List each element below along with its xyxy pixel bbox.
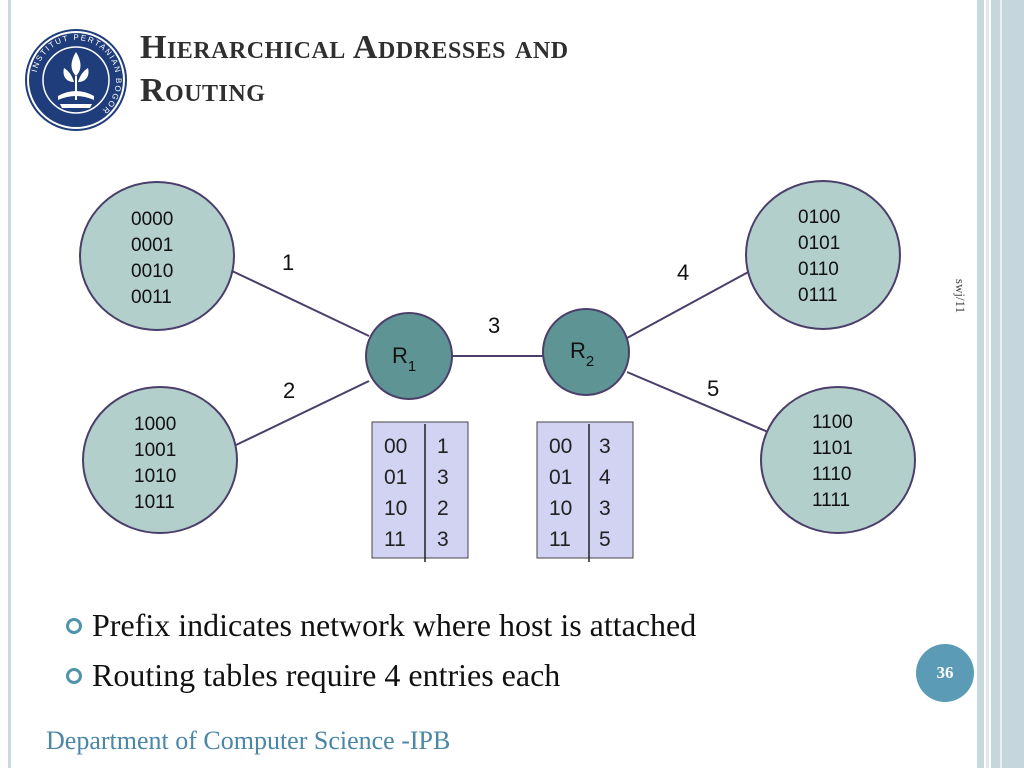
- router-label: R1: [392, 343, 416, 375]
- router-node: R2: [542, 308, 630, 396]
- slide-title: Hierarchical Addresses and Routing: [140, 26, 569, 112]
- page-number-badge: 36: [916, 644, 974, 702]
- table-link: 3: [599, 435, 611, 458]
- ring-bullet-icon: [66, 668, 82, 684]
- network-node: 0000 0001 0010 0011: [79, 181, 235, 331]
- network-address: 0100: [798, 207, 840, 228]
- bullet-text: Routing tables require 4 entries each: [92, 657, 561, 693]
- link-line-5: [626, 371, 769, 433]
- network-node: 1100 1101 1110 1111: [760, 386, 916, 534]
- table-link: 3: [437, 466, 449, 489]
- right-border-band: [977, 0, 984, 768]
- network-address: 1011: [134, 492, 175, 513]
- network-address: 0011: [131, 287, 172, 308]
- network-address: 0000: [131, 209, 173, 230]
- right-border-band: [991, 0, 1024, 768]
- network-node: 1000 1001 1010 1011: [82, 386, 238, 534]
- bullet-text: Prefix indicates network where host is a…: [92, 607, 697, 643]
- table-link: 2: [437, 497, 449, 520]
- network-address: 0101: [798, 233, 840, 254]
- table-prefix: 01: [384, 466, 407, 489]
- network-address: 1110: [812, 464, 851, 485]
- table-prefix: 11: [384, 528, 406, 551]
- right-border-band: [986, 0, 989, 768]
- network-address: 0110: [798, 259, 839, 280]
- network-address: 1001: [134, 440, 176, 461]
- table-prefix: 00: [384, 435, 407, 458]
- link-label: 5: [707, 376, 719, 401]
- table-prefix: 00: [549, 435, 572, 458]
- network-address: 0001: [131, 235, 173, 256]
- network-address: 1111: [812, 490, 850, 511]
- network-address: 1010: [134, 466, 176, 487]
- ipb-seal-icon: INSTITUT PERTANIAN BOGOR: [24, 24, 128, 136]
- link-line-2: [235, 380, 370, 446]
- bullet-item: Routing tables require 4 entries each: [64, 656, 696, 706]
- network-address: 1100: [812, 412, 853, 433]
- network-address: 0010: [131, 261, 173, 282]
- routing-table: 00 1 01 3 10 2 11 3: [371, 421, 469, 562]
- footer-text: Department of Computer Science -IPB: [46, 726, 451, 755]
- link-label: 1: [282, 250, 294, 275]
- network-address: 1101: [812, 438, 853, 459]
- slide-title-line-1: Hierarchical Addresses and: [140, 29, 569, 66]
- table-link: 5: [599, 528, 611, 551]
- ring-bullet-icon: [66, 618, 82, 634]
- link-label: 2: [283, 378, 295, 403]
- bullet-list: Prefix indicates network where host is a…: [64, 606, 696, 706]
- link-line-1: [229, 269, 370, 337]
- right-border-band: [1000, 0, 1002, 768]
- router-node: R1: [365, 312, 453, 400]
- slide-title-line-2: Routing: [140, 72, 266, 109]
- network-node: 0100 0101 0110 0111: [745, 180, 901, 330]
- table-prefix: 10: [384, 497, 407, 520]
- left-rule: [8, 0, 11, 768]
- table-link: 3: [599, 497, 611, 520]
- table-link: 3: [437, 528, 449, 551]
- link-label: 3: [488, 313, 500, 338]
- table-prefix: 10: [549, 497, 572, 520]
- link-label: 4: [677, 260, 689, 285]
- router-label: R2: [570, 338, 594, 370]
- link-line-4: [626, 269, 753, 339]
- table-prefix: 11: [549, 528, 571, 551]
- routing-table: 00 3 01 4 10 3 11 5: [536, 421, 634, 562]
- table-link: 1: [437, 435, 449, 458]
- table-prefix: 01: [549, 466, 572, 489]
- bullet-item: Prefix indicates network where host is a…: [64, 606, 696, 656]
- network-address: 0111: [798, 285, 837, 306]
- table-link: 4: [599, 466, 611, 489]
- network-address: 1000: [134, 414, 176, 435]
